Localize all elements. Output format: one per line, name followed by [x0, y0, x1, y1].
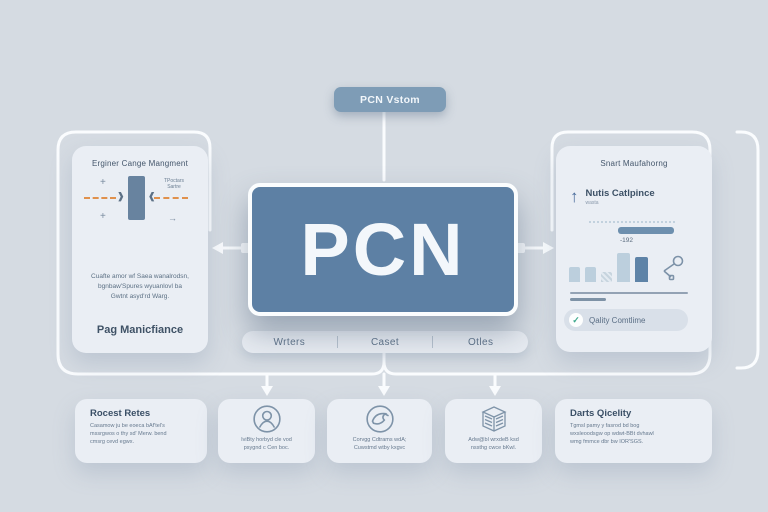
engineering-change-body: Cuafte amor wf Saea wanalrodsn, bgnbaw'S…	[91, 273, 189, 300]
change-block-icon	[128, 176, 145, 220]
system-badge[interactable]: PCN Vstom	[334, 87, 446, 112]
parts-quality-body: Tgmsl pamy y fasrod bd bog wxsleoodsgw o…	[570, 423, 654, 445]
process-notes-body: Casamow ju be eoeca bAf'tel's mssrgwos o…	[90, 423, 167, 445]
metric-label: Nutis Catlpince	[585, 188, 655, 199]
arrow-head-left-bottom	[261, 386, 273, 396]
smart-manufacturing-title: Snart Maufahorng	[600, 159, 668, 168]
tab-otles[interactable]: Otles	[468, 336, 494, 348]
metric-row: ↑ Nutis Catlpince wasta	[570, 188, 655, 206]
mini-chart-bar	[635, 257, 648, 282]
arrow-head-center-bottom	[378, 386, 390, 396]
dashed-arrow-right	[154, 197, 188, 199]
parts-quality-title: Darts Qicelity	[570, 408, 632, 419]
dove-circle-icon	[327, 404, 432, 434]
tab-divider	[432, 336, 434, 348]
divider-line-short	[570, 298, 606, 301]
change-flow-icon: + + ❱ ❰ TPoctars Sartre →	[72, 168, 208, 268]
arrow-head-right-bottom	[489, 386, 501, 396]
coverage-card-text: Corvgg Cdtrams wdA; Cuwstmd wtby kxgvc	[352, 437, 407, 451]
arrow-right-icon: →	[168, 213, 177, 223]
system-badge-label: PCN Vstom	[360, 93, 420, 106]
coverage-card[interactable]: Corvgg Cdtrams wdA; Cuwstmd wtby kxgvc	[327, 399, 432, 463]
mini-bar-chart	[569, 246, 648, 282]
chevron-left-icon: ❰	[148, 191, 156, 201]
person-circle-icon	[218, 404, 315, 434]
archive-card-text: Adw@bl wrxdeB ksd nssthg cwce bKwl.	[468, 437, 519, 451]
pcn-title: PCN	[300, 207, 466, 291]
check-icon: ✓	[569, 313, 583, 327]
tab-wrters[interactable]: Wrters	[273, 336, 306, 348]
connector-nub-right	[516, 243, 525, 253]
arrow-head-to-left-card	[212, 242, 223, 254]
engineering-change-footer: Pag Manicfiance	[96, 324, 184, 336]
mini-chart-bar	[601, 272, 612, 282]
icon-note: TPoctars Sartre	[163, 178, 184, 190]
bar-annotation: -192	[620, 237, 634, 244]
mini-chart-bar	[585, 267, 596, 282]
connector-left-bracket	[56, 130, 386, 376]
dotted-progress-bar	[588, 220, 676, 225]
engineering-change-title: Erginer Cange Mangment	[91, 159, 188, 168]
arrow-up-icon: ↑	[570, 187, 579, 206]
chevron-right-icon: ❱	[117, 191, 125, 201]
notify-card-text: IviBty horbyd cle vod psygnd c Cen boc.	[241, 437, 292, 451]
metric-sublabel: wasta	[585, 200, 599, 206]
divider-line	[570, 292, 688, 294]
tab-caset[interactable]: Caset	[370, 336, 400, 348]
connector-nub-left	[241, 243, 250, 253]
arrow-head-to-right-card	[543, 242, 554, 254]
dashed-arrow-left	[84, 197, 116, 199]
pcn-center-node[interactable]: PCN	[248, 183, 518, 316]
layered-cube-icon	[445, 404, 542, 434]
plus-icon: +	[100, 177, 106, 188]
pcn-tab-bar: Wrters Caset Otles	[242, 331, 528, 353]
mini-chart-bar	[617, 253, 630, 282]
notify-card[interactable]: IviBty horbyd cle vod psygnd c Cen boc.	[218, 399, 315, 463]
molecule-icon	[663, 255, 684, 281]
plus-icon: +	[100, 211, 106, 222]
quality-compliance-badge[interactable]: ✓ Qality Comtlime	[564, 309, 688, 331]
tab-divider	[336, 336, 338, 348]
engineering-change-card[interactable]: Erginer Cange Mangment + + ❱ ❰ TPoctars …	[72, 146, 208, 353]
process-notes-card[interactable]: Rocest Retes Casamow ju be eoeca bAf'tel…	[75, 399, 207, 463]
quality-badge-label: Qality Comtlime	[589, 315, 646, 325]
connector-right-margin	[735, 130, 760, 370]
parts-quality-card[interactable]: Darts Qicelity Tgmsl pamy y fasrod bd bo…	[555, 399, 712, 463]
mini-chart-bar	[569, 267, 580, 282]
archive-card[interactable]: Adw@bl wrxdeB ksd nssthg cwce bKwl.	[445, 399, 542, 463]
solid-progress-bar	[618, 227, 674, 234]
process-notes-title: Rocest Retes	[90, 408, 151, 419]
smart-manufacturing-card[interactable]: Snart Maufahorng ↑ Nutis Catlpince wasta…	[556, 146, 712, 352]
